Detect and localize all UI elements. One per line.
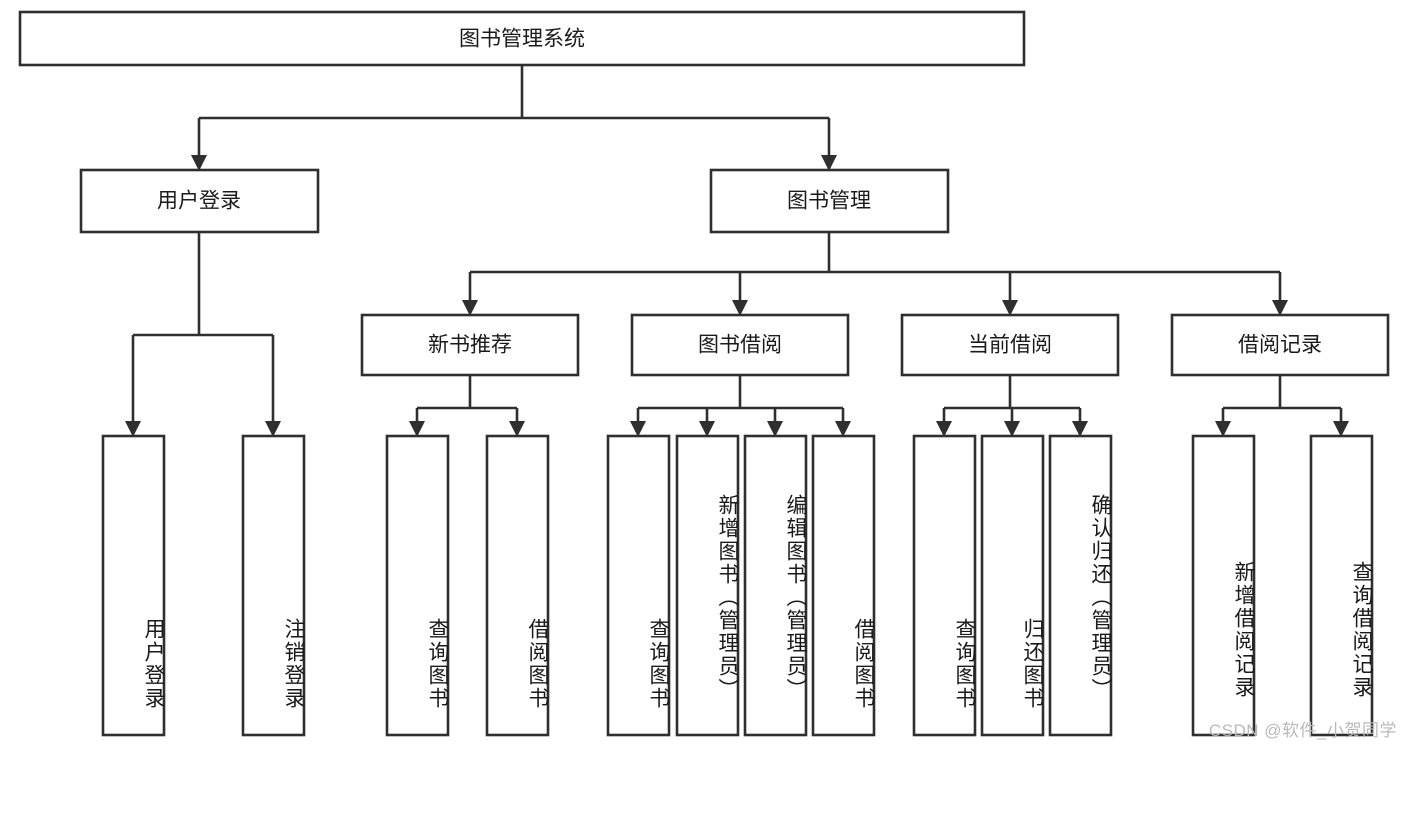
connector-group-book-manage (462, 232, 1288, 316)
node-new-book-recommend[interactable]: 新书推荐 (360, 313, 580, 377)
node-box-leaf-user-login[interactable] (101, 434, 166, 737)
arrow-head-leaf-query-book-1 (409, 421, 425, 437)
node-label-book-manage: 图书管理 (787, 190, 871, 213)
arrow-head-leaf-logout (265, 421, 281, 437)
node-box-leaf-add-book[interactable] (675, 434, 740, 737)
connector-group-new-book-recommend (409, 375, 525, 437)
arrow-head-new-book-recommend (462, 300, 478, 316)
node-label-borrow-record: 借阅记录 (1238, 334, 1322, 357)
node-box-root[interactable] (18, 10, 1026, 67)
arrow-head-leaf-borrow-book-2 (835, 421, 851, 437)
node-label-user-login: 用户登录 (157, 190, 241, 213)
node-borrow-record[interactable]: 借阅记录 (1170, 313, 1390, 377)
node-box-new-book-recommend[interactable] (360, 313, 580, 377)
arrow-head-leaf-query-book-2 (630, 421, 646, 437)
node-box-user-login[interactable] (79, 168, 320, 234)
node-box-leaf-borrow-book-2[interactable] (811, 434, 876, 737)
node-user-login[interactable]: 用户登录 (79, 168, 320, 234)
node-label-new-book-recommend: 新书推荐 (428, 334, 512, 357)
arrow-head-borrow-record (1272, 300, 1288, 316)
node-box-leaf-add-borrow-record[interactable] (1191, 434, 1256, 737)
node-box-current-borrow[interactable] (900, 313, 1120, 377)
arrow-head-leaf-add-borrow-record (1215, 421, 1231, 437)
arrow-head-current-borrow (1002, 300, 1018, 316)
arrow-head-leaf-user-login (125, 421, 141, 437)
arrow-head-leaf-borrow-book-1 (509, 421, 525, 437)
node-box-leaf-confirm-return[interactable] (1048, 434, 1113, 737)
node-box-book-borrow[interactable] (630, 313, 850, 377)
arrow-head-leaf-edit-book (767, 421, 783, 437)
arrow-head-leaf-return-book (1004, 421, 1020, 437)
node-box-leaf-logout[interactable] (241, 434, 306, 737)
arrow-head-user-login (191, 155, 207, 171)
diagram-svg: 图书管理系统 用户登录 图书管理 新书推荐 图书借阅 当前借阅 借阅记录 (18, 10, 1390, 737)
arrow-head-book-manage (821, 155, 837, 171)
node-box-leaf-return-book[interactable] (980, 434, 1045, 737)
connector-group-root (191, 65, 837, 171)
node-root[interactable]: 图书管理系统 (18, 10, 1026, 67)
connector-group-borrow-record (1215, 375, 1349, 437)
node-box-leaf-query-book-3[interactable] (912, 434, 977, 737)
arrow-head-leaf-confirm-return (1072, 421, 1088, 437)
arrow-head-leaf-add-book (699, 421, 715, 437)
arrow-head-leaf-query-book-3 (936, 421, 952, 437)
watermark-text: CSDN @软件_小贺同学 (1208, 721, 1397, 740)
node-book-manage[interactable]: 图书管理 (709, 168, 950, 234)
node-box-borrow-record[interactable] (1170, 313, 1390, 377)
leaf-boxes-group (101, 434, 1374, 737)
connector-group-current-borrow (936, 375, 1088, 437)
arrow-head-leaf-query-borrow-record (1333, 421, 1349, 437)
node-box-leaf-borrow-book-1[interactable] (485, 434, 550, 737)
node-box-leaf-query-borrow-record[interactable] (1309, 434, 1374, 737)
node-label-root: 图书管理系统 (459, 28, 585, 51)
arrow-head-book-borrow (732, 300, 748, 316)
node-current-borrow[interactable]: 当前借阅 (900, 313, 1120, 377)
connector-group-book-borrow (630, 375, 851, 437)
node-box-book-manage[interactable] (709, 168, 950, 234)
node-box-leaf-edit-book[interactable] (743, 434, 808, 737)
node-label-current-borrow: 当前借阅 (968, 334, 1052, 357)
node-label-book-borrow: 图书借阅 (698, 334, 782, 357)
node-box-leaf-query-book-2[interactable] (606, 434, 671, 737)
node-box-leaf-query-book-1[interactable] (385, 434, 450, 737)
flowchart-canvas: 图书管理系统 用户登录 图书管理 新书推荐 图书借阅 当前借阅 借阅记录 (18, 10, 1397, 740)
node-book-borrow[interactable]: 图书借阅 (630, 313, 850, 377)
connector-group-user-login (125, 232, 281, 437)
